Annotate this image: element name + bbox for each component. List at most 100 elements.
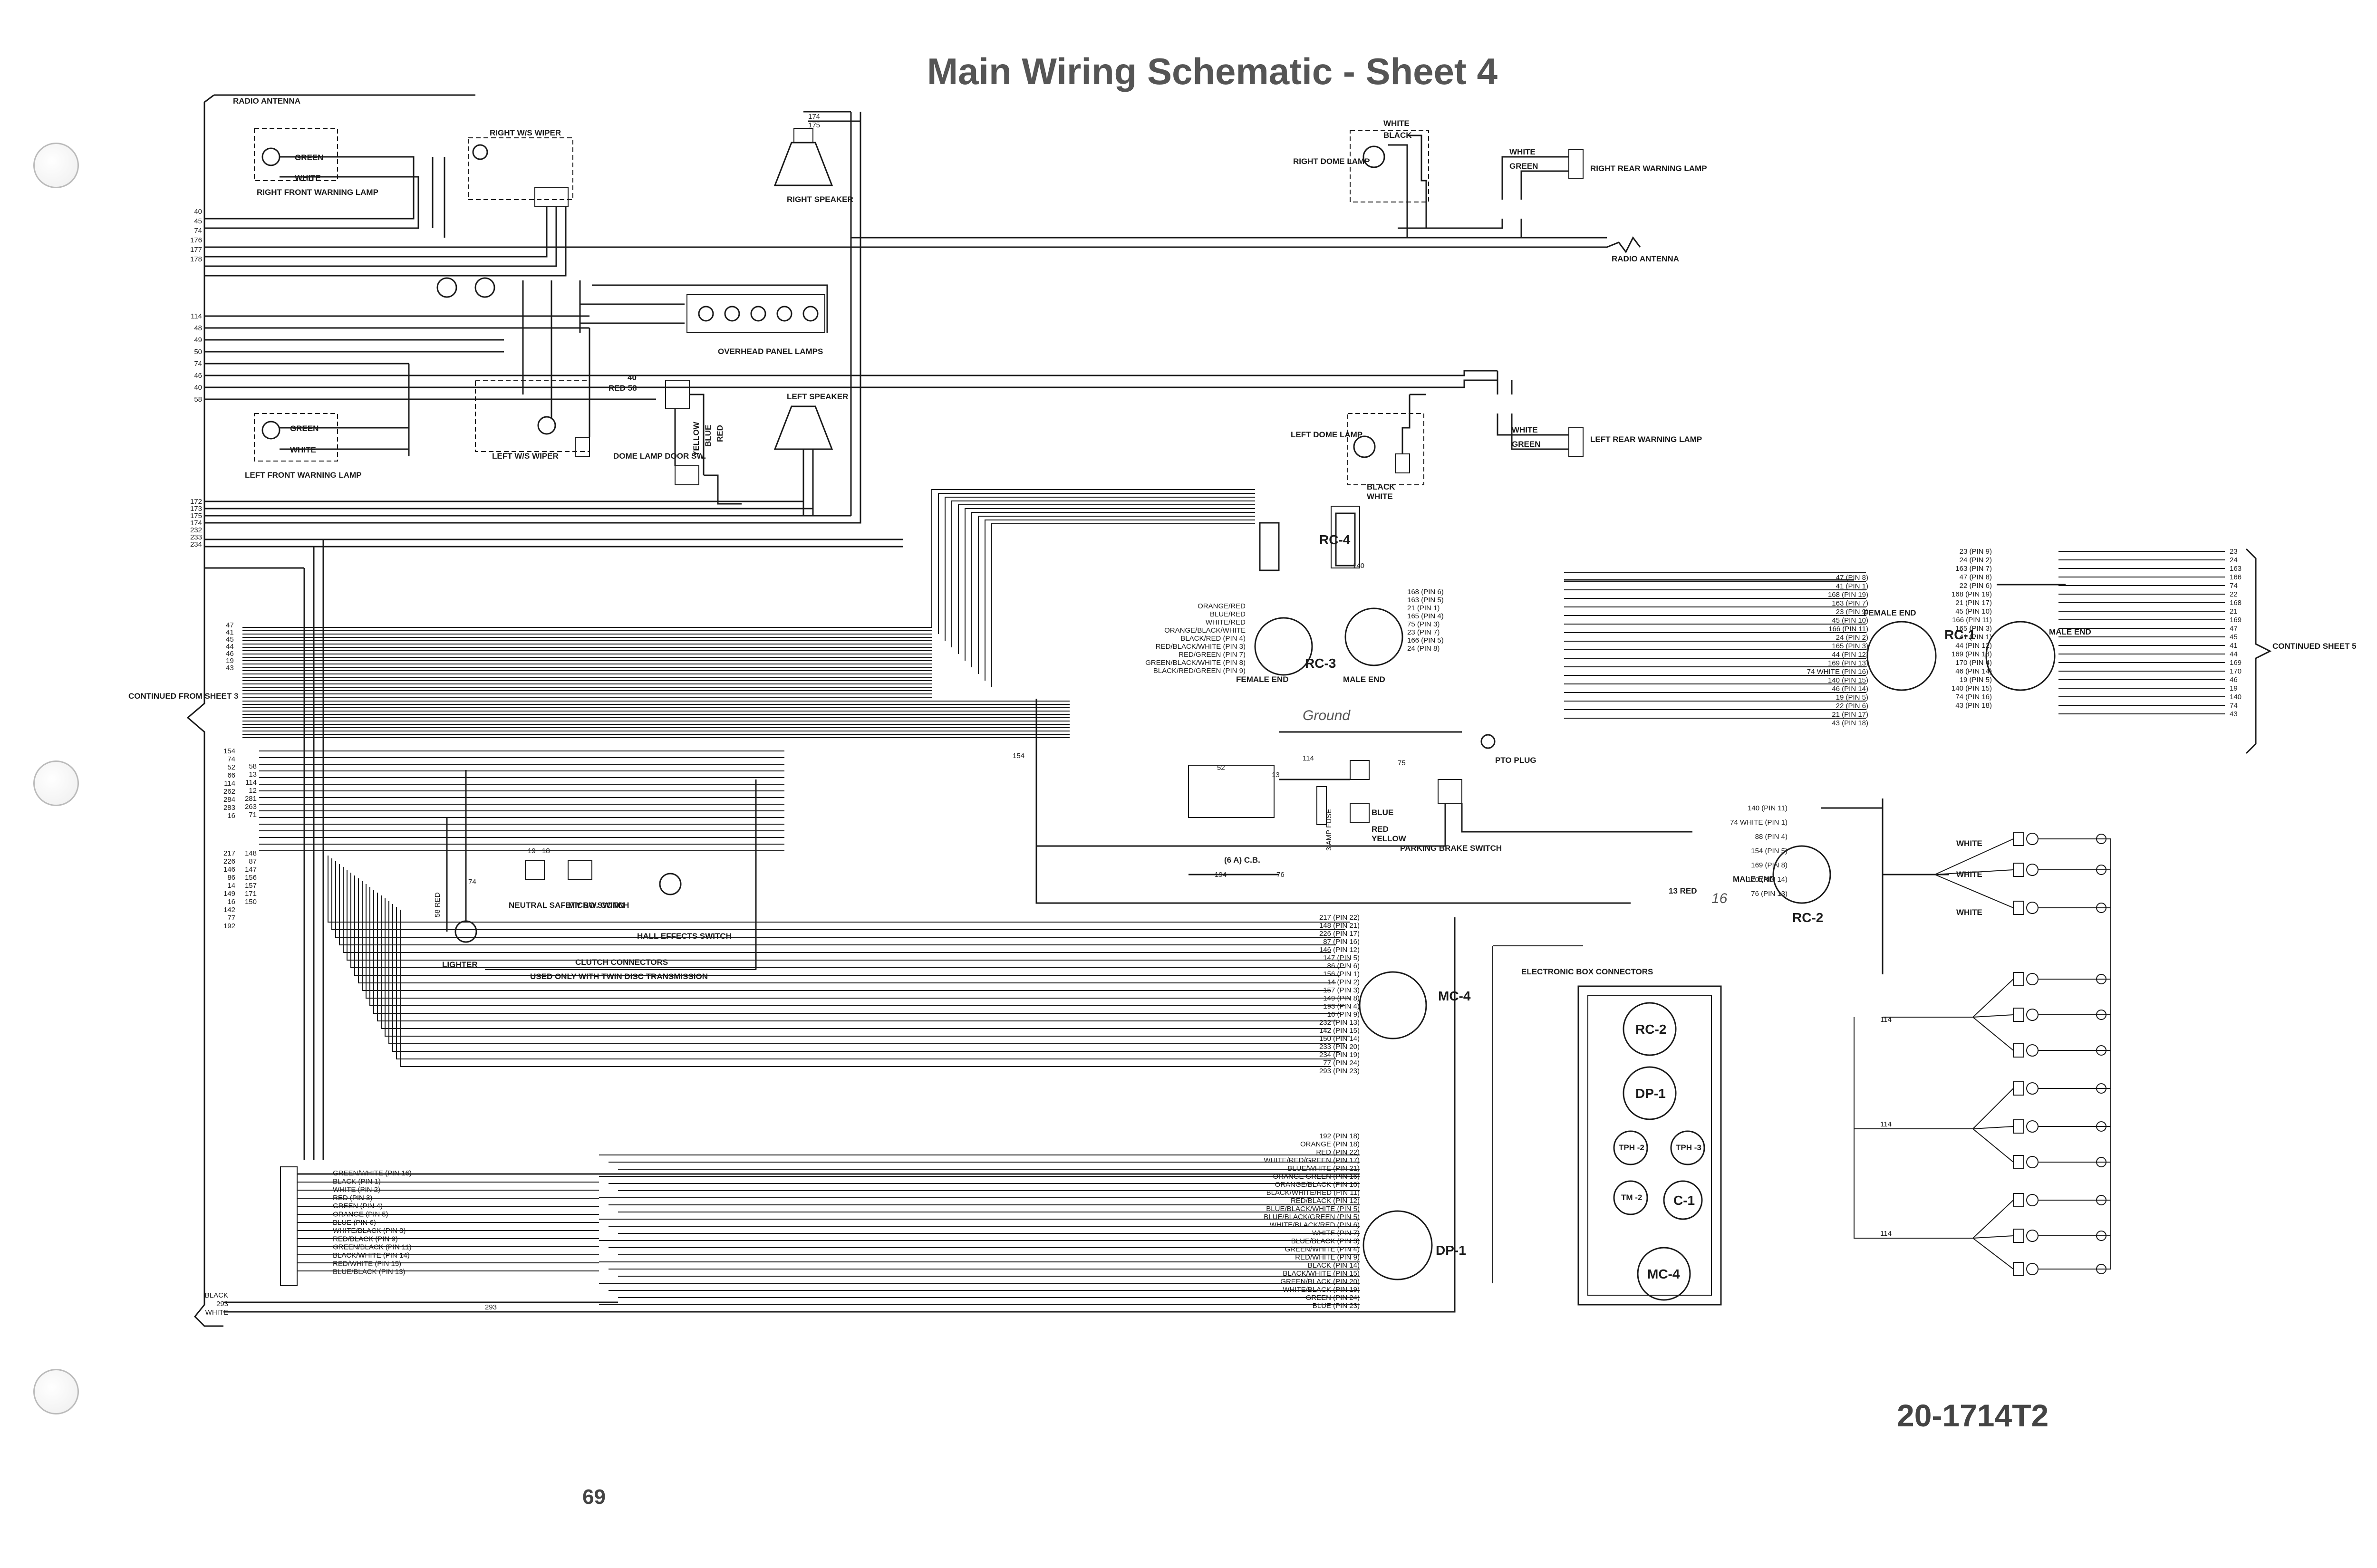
wire	[1972, 979, 2014, 1018]
pin-label: 146 (PIN 12)	[1319, 946, 1360, 954]
pin-label: 24	[2230, 556, 2238, 564]
pin-label: 234	[190, 540, 202, 548]
pin-label: BLACK/RED (PIN 4)	[1180, 635, 1246, 643]
pin-label: ORANGE/RED	[1198, 602, 1246, 610]
rc4-label: RC-4	[1319, 532, 1351, 547]
pin-label: WHITE/BLACK (PIN 19)	[1283, 1286, 1360, 1294]
pin-label: 140	[2230, 693, 2242, 701]
pin-label: 86 (PIN 6)	[1327, 962, 1360, 970]
wire-label: WHITE	[1367, 492, 1393, 501]
lamp-bulb-icon	[2026, 864, 2039, 876]
ebox-dp1: DP-1	[1635, 1086, 1666, 1101]
wire	[400, 910, 1331, 1067]
neutral-safety-label: NEUTRAL SAFETY SW. CONN	[509, 901, 624, 910]
pin-label: 170 (PIN 4)	[1955, 659, 1992, 667]
bundle-b	[259, 750, 784, 851]
pin-label: 169	[2230, 616, 2242, 624]
right-front-lamp-group	[204, 128, 419, 229]
pin-label: 23 (PIN 9)	[1836, 608, 1868, 616]
wire	[1972, 1014, 2014, 1018]
pin-label: 156 (PIN 1)	[1323, 970, 1360, 978]
pin-label: 21 (PIN 1)	[1407, 604, 1440, 612]
pin-label: BLUE/BLACK/WHITE (PIN 5)	[1266, 1205, 1360, 1213]
wire-number: 58 RED	[434, 892, 442, 917]
ground-icon	[2096, 865, 2106, 875]
outer-frame	[186, 94, 2272, 1327]
dp1-label: DP-1	[1436, 1243, 1466, 1258]
wire	[377, 893, 1336, 1021]
pin-label: 19 (PIN 5)	[1960, 676, 1992, 684]
right-lamp-array	[1854, 832, 2111, 1276]
pin-label: 41 (PIN 1)	[1836, 582, 1868, 590]
lamp-bulb-icon	[2026, 1009, 2039, 1021]
wire-label: WHITE	[1956, 908, 1982, 917]
pin-label: 165 (PIN 3)	[1832, 642, 1868, 650]
lower-left-block	[223, 917, 1456, 1313]
pin-label: 142 (PIN 15)	[1319, 1027, 1360, 1035]
pin-label: 19 (PIN 5)	[1836, 693, 1868, 702]
pin-label: 149 (PIN 8)	[1323, 994, 1360, 1002]
pin-label: 165 (PIN 3)	[1955, 625, 1992, 633]
pin-label: BLUE/WHITE (PIN 21)	[1287, 1164, 1360, 1173]
lamp-socket	[2013, 1155, 2024, 1169]
pin-label: RED/BLACK/WHITE (PIN 3)	[1156, 643, 1246, 651]
wire-label: WHITE	[1956, 839, 1982, 848]
pin-label: 166	[2230, 573, 2242, 581]
pin-label: BLACK/WHITE (PIN 14)	[333, 1251, 410, 1260]
lamp-bulb-icon	[2026, 1120, 2039, 1133]
wire	[1972, 1017, 2014, 1051]
pin-label: 169	[2230, 659, 2242, 667]
pin-label: 77 (PIN 24)	[1323, 1059, 1360, 1067]
wire-label: GREEN	[295, 153, 323, 162]
wire-label: GREEN	[290, 424, 319, 433]
pin-label: 174	[190, 519, 202, 527]
wire	[1972, 1088, 2014, 1129]
bundle-right	[1564, 551, 2225, 719]
lamp-bulb-icon	[2026, 833, 2039, 845]
wire	[396, 907, 1336, 1059]
pin-label: 40	[194, 208, 202, 216]
wire	[978, 516, 1255, 674]
binder-hole-middle	[33, 760, 79, 806]
wire	[385, 898, 1350, 1037]
lamp-bulb-icon	[2026, 1263, 2039, 1275]
wire-number: 13	[1272, 771, 1280, 779]
page-number: 69	[582, 1485, 606, 1509]
pin-label: 226 (PIN 17)	[1319, 930, 1360, 938]
wire-number: 114	[1303, 754, 1314, 762]
pin-label: GREEN/BLACK (PIN 11)	[333, 1243, 412, 1251]
pin-label: BLACK (PIN 14)	[1308, 1261, 1360, 1270]
wire	[373, 890, 1341, 1014]
wire-number: 114	[1880, 1120, 1892, 1128]
mc4-connector	[1359, 971, 1427, 1039]
pin-label: 74	[2230, 702, 2238, 710]
pin-label: GREEN (PIN 4)	[333, 1202, 383, 1210]
pin-label: 13	[249, 770, 257, 779]
lamp-socket	[2013, 1008, 2024, 1022]
ground-icon	[2096, 1010, 2106, 1020]
pin-label: 47	[2230, 625, 2238, 633]
pin-label: 23 (PIN 7)	[1407, 628, 1440, 636]
pin-label: 165 (PIN 4)	[1407, 612, 1444, 620]
lamp-socket	[2013, 1119, 2024, 1134]
wire	[1972, 1128, 2014, 1163]
lamp-bulb-icon	[2026, 973, 2039, 985]
pin-label: 192 (PIN 18)	[1319, 1132, 1360, 1140]
pin-label: 77	[227, 914, 235, 922]
wire-number: 18	[542, 847, 550, 855]
pin-label: BLACK/RED/GREEN (PIN 9)	[1153, 667, 1246, 675]
rc1-male-label: MALE END	[2049, 627, 2091, 636]
pin-label: RED/WHITE (PIN 9)	[1295, 1253, 1360, 1261]
pin-label: 193 (PIN 4)	[1323, 1002, 1360, 1010]
pin-label: 157	[245, 882, 257, 890]
wire-label: 40	[628, 373, 637, 382]
clutch-connectors-label: CLUTCH CONNECTORS	[575, 958, 668, 967]
pin-label: WHITE (PIN 7)	[1312, 1229, 1360, 1237]
wire	[958, 504, 1255, 654]
lamp-socket	[2013, 1262, 2024, 1276]
wire	[362, 881, 1331, 991]
rc1-connector	[1564, 579, 2066, 691]
right-rear-lamp-label: RIGHT REAR WARNING LAMP	[1590, 164, 1707, 173]
micro-switch-label: MICRO SWITCH	[568, 901, 629, 910]
pin-label: 45 (PIN 10)	[1955, 607, 1992, 616]
